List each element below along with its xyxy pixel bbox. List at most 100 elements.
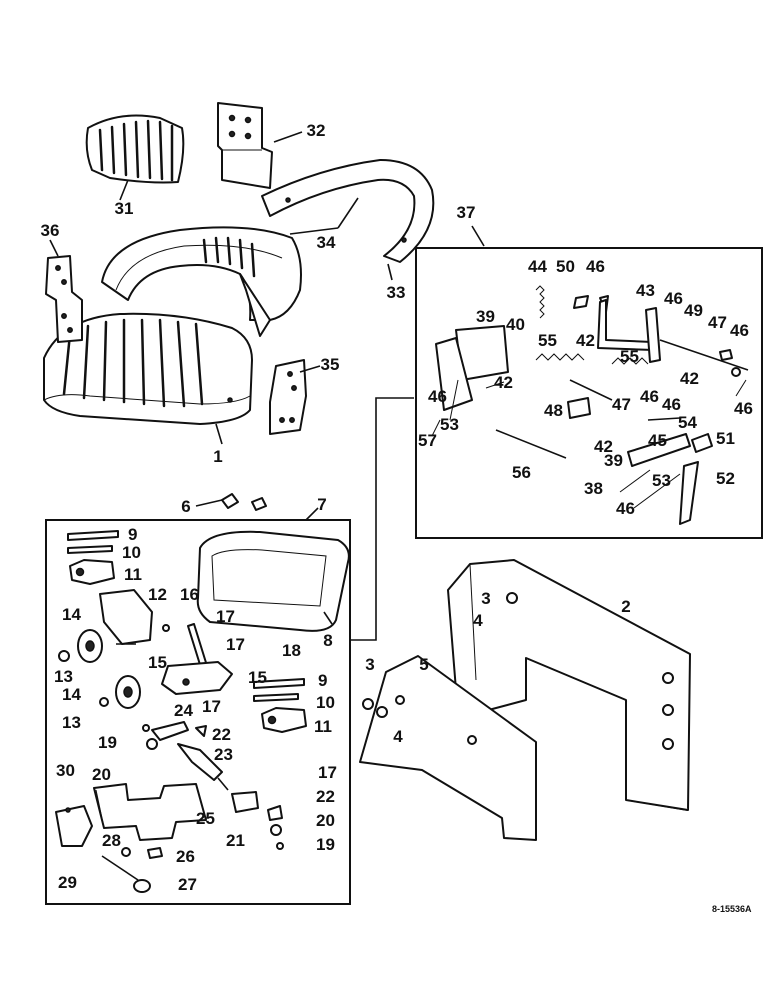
callout-47: 47: [708, 313, 727, 332]
callout-3: 3: [365, 655, 374, 674]
callout-1: 1: [213, 447, 222, 466]
callout-15: 15: [248, 668, 267, 687]
callout-46: 46: [640, 387, 659, 406]
lower-box-labels: 9 10 11 12 14 13 15 16 17 17 18 15 9 10 …: [54, 525, 337, 894]
callout-16: 16: [180, 585, 199, 604]
upper-group-box: [415, 247, 763, 539]
right-bracket-part: [269, 359, 307, 435]
callout-42: 42: [594, 437, 613, 456]
callout-34: 34: [317, 233, 336, 252]
callout-46: 46: [664, 289, 683, 308]
callout-26: 26: [176, 847, 195, 866]
callout-33: 33: [387, 283, 406, 302]
callout-4: 4: [393, 727, 403, 746]
clip-part: [221, 493, 239, 509]
callout-4: 4: [473, 611, 483, 630]
callout-8: 8: [323, 631, 332, 650]
upper-box-parts: [435, 285, 749, 525]
callout-50: 50: [556, 257, 575, 276]
callout-20: 20: [92, 765, 111, 784]
clip-part: [251, 497, 267, 511]
diagram-code: 8-15536A: [712, 904, 752, 914]
callout-19: 19: [98, 733, 117, 752]
callout-30: 30: [56, 761, 75, 780]
callout-43: 43: [636, 281, 655, 300]
callout-46: 46: [734, 399, 753, 418]
callout-42: 42: [680, 369, 699, 388]
callout-45: 45: [648, 431, 667, 450]
callout-19: 19: [316, 835, 335, 854]
lower-box-parts: [55, 530, 350, 893]
callout-46: 46: [730, 321, 749, 340]
lower-group-box: [45, 519, 351, 905]
callout-46: 46: [662, 395, 681, 414]
callout-17: 17: [318, 763, 337, 782]
callout-39: 39: [604, 451, 623, 470]
callout-3: 3: [481, 589, 490, 608]
callout-55: 55: [538, 331, 557, 350]
callout-23: 23: [214, 745, 233, 764]
back-band-part: [261, 159, 435, 263]
callout-38: 38: [584, 479, 603, 498]
callout-15: 15: [148, 653, 167, 672]
callout-42: 42: [576, 331, 595, 350]
callout-46: 46: [616, 499, 635, 518]
callout-17: 17: [216, 607, 235, 626]
callout-53: 53: [652, 471, 671, 490]
left-bracket-part: [45, 255, 83, 343]
callout-25: 25: [196, 809, 215, 828]
callout-56: 56: [512, 463, 531, 482]
callout-52: 52: [716, 469, 735, 488]
callout-17: 17: [226, 635, 245, 654]
callout-47: 47: [612, 395, 631, 414]
callout-46: 46: [586, 257, 605, 276]
callout-7: 7: [317, 495, 326, 514]
callout-37: 37: [457, 203, 476, 222]
leader-lines: [49, 131, 485, 641]
callout-10: 10: [316, 693, 335, 712]
callout-54: 54: [678, 413, 697, 432]
callout-24: 24: [174, 701, 193, 720]
callout-55: 55: [620, 347, 639, 366]
callout-27: 27: [178, 875, 197, 894]
callout-44: 44: [528, 257, 547, 276]
callout-48: 48: [544, 401, 563, 420]
side-panel-part: [359, 655, 537, 841]
callout-10: 10: [122, 543, 141, 562]
callout-28: 28: [102, 831, 121, 850]
callout-6: 6: [181, 497, 190, 516]
callout-32: 32: [307, 121, 326, 140]
callout-29: 29: [58, 873, 77, 892]
callout-labels: 1 2 3 3 4 4 5 6 7 8 31 32 33 34 35 36 37: [41, 121, 631, 746]
seat-back-shell-part: [101, 226, 302, 337]
callout-22: 22: [316, 787, 335, 806]
callout-53: 53: [440, 415, 459, 434]
callout-14: 14: [62, 685, 81, 704]
callout-35: 35: [321, 355, 340, 374]
callout-57: 57: [418, 431, 437, 450]
callout-11: 11: [314, 717, 332, 736]
callout-49: 49: [684, 301, 703, 320]
callout-9: 9: [128, 525, 137, 544]
upper-box-labels: 44 50 46 43 46 49 47 46 39 40 55 42 55 4…: [418, 257, 753, 518]
callout-51: 51: [716, 429, 735, 448]
callout-21: 21: [226, 831, 245, 850]
callout-20: 20: [316, 811, 335, 830]
back-bracket-part: [217, 102, 273, 189]
callout-2: 2: [621, 597, 630, 616]
callout-39: 39: [476, 307, 495, 326]
callout-18: 18: [282, 641, 301, 660]
seat-back-pad-part: [85, 114, 185, 184]
callout-9: 9: [318, 671, 327, 690]
callout-31: 31: [115, 199, 134, 218]
callout-13: 13: [62, 713, 81, 732]
callout-36: 36: [41, 221, 60, 240]
callout-22: 22: [212, 725, 231, 744]
callout-12: 12: [148, 585, 167, 604]
callout-40: 40: [506, 315, 525, 334]
callout-5: 5: [419, 655, 428, 674]
callout-14: 14: [62, 605, 81, 624]
seat-cushion-part: [43, 312, 253, 425]
callout-11: 11: [124, 565, 142, 584]
